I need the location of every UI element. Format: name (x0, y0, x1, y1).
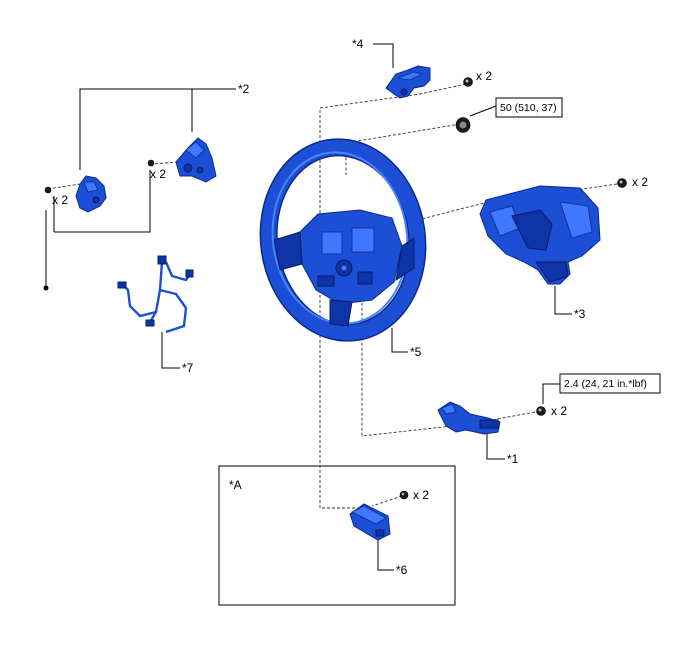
paddle-right-part-2 (175, 137, 217, 183)
bolt-paddle-left (44, 186, 52, 194)
module-part-6 (349, 503, 391, 541)
qty-part-1: x 2 (551, 404, 567, 418)
paddle-left-part-2 (75, 175, 107, 213)
label-part-7: *7 (182, 361, 194, 375)
label-part-4: *4 (352, 37, 364, 51)
screw-torque-box (559, 373, 661, 394)
screw-torque-spec: 2.4 (24, 21 in.*lbf) (564, 378, 647, 390)
bolt-part-1 (536, 406, 546, 416)
wire-harness-part-7 (117, 255, 194, 334)
area-a-label: *A (229, 478, 242, 492)
bolt-part-4 (463, 77, 473, 87)
nut-torque-box (495, 97, 563, 118)
bolt-part-6 (399, 490, 409, 500)
steering-wheel-part-5 (259, 138, 427, 342)
qty-part-6: x 2 (413, 488, 429, 502)
bolt-part-3 (617, 178, 627, 188)
bracket-part-4 (385, 65, 431, 99)
label-part-3: *3 (574, 307, 586, 321)
cover-part-3 (479, 185, 601, 285)
nut-torque-spec: 50 (510, 37) (500, 102, 557, 114)
label-part-5: *5 (410, 345, 422, 359)
reference-dot (43, 285, 49, 291)
label-part-1: *1 (507, 452, 519, 466)
qty-paddle-right: x 2 (150, 167, 166, 181)
qty-part-3: x 2 (632, 175, 648, 189)
label-part-2: *2 (238, 82, 250, 96)
area-a-frame (218, 465, 456, 606)
qty-part-4: x 2 (476, 69, 492, 83)
steering-wheel-nut (455, 117, 471, 133)
label-part-6: *6 (396, 563, 408, 577)
leader-lines (45, 43, 572, 571)
bolt-paddle-right (147, 159, 155, 167)
switch-part-1 (437, 401, 501, 435)
qty-paddle-left: x 2 (52, 193, 68, 207)
